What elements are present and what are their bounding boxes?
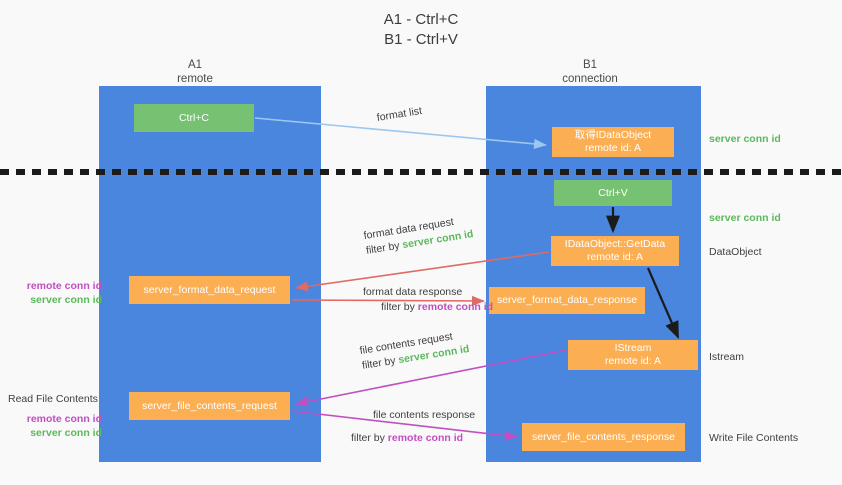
column-header-a1-sub: remote <box>177 73 213 85</box>
box-idataobject-getdata-line1: IDataObject::GetData <box>564 238 666 250</box>
annotation-istream: Istream <box>709 351 745 363</box>
title-line-2: B1 - Ctrl+V <box>384 31 458 48</box>
box-server-format-data-response[interactable]: server_format_data_response <box>489 287 645 314</box>
filter-prefix: filter by <box>351 432 388 444</box>
annotation-write-file-contents: Write File Contents <box>709 432 799 444</box>
annotation-conn-ids-file: remote conn id server conn id <box>10 412 102 440</box>
column-header-a1-name: A1 <box>187 59 203 71</box>
filter-remote-conn-id: remote conn id <box>387 432 464 444</box>
filter-prefix: filter by <box>381 301 418 313</box>
annotation-server-conn-id-mid: server conn id <box>709 212 781 224</box>
box-ctrl-c[interactable]: Ctrl+C <box>134 104 254 132</box>
annotation-dataobject: DataObject <box>709 246 762 258</box>
edge-label-file-contents-request: file contents request filter by server c… <box>359 327 471 374</box>
diagram-title: A1 - Ctrl+C B1 - Ctrl+V <box>0 10 842 50</box>
annotation-server-conn-id-2: server conn id <box>30 427 102 439</box>
edge-label-format-data-response-filter: filter by remote conn id <box>381 300 493 315</box>
edge-label-file-contents-response: file contents response filter by remote … <box>351 408 476 446</box>
filter-remote-conn-id: remote conn id <box>417 301 494 313</box>
box-get-idataobject-line2: remote id: A <box>584 142 641 154</box>
phase-divider <box>0 169 842 175</box>
annotation-conn-ids-format: remote conn id server conn id <box>10 279 102 307</box>
edge-label-file-contents-response-text: file contents response <box>373 409 476 421</box>
column-header-b1-name: B1 <box>582 59 598 71</box>
box-istream-line1: IStream <box>614 342 652 354</box>
box-ctrl-v[interactable]: Ctrl+V <box>554 180 672 206</box>
box-server-file-contents-response[interactable]: server_file_contents_response <box>522 423 685 451</box>
box-istream[interactable]: IStream remote id: A <box>568 340 698 370</box>
edge-label-format-list: format list <box>375 104 423 124</box>
edge-label-file-contents-response-filter: filter by remote conn id <box>351 431 475 446</box>
edge-label-format-data-response-text: format data response <box>363 286 463 298</box>
edge-label-format-data-response: format data response filter by remote co… <box>363 285 493 315</box>
annotation-read-file-contents: Read File Contents <box>8 393 98 405</box>
box-server-format-data-request[interactable]: server_format_data_request <box>129 276 290 304</box>
box-istream-line2: remote id: A <box>604 355 662 367</box>
edge-label-format-data-request: format data request filter by server con… <box>363 212 475 259</box>
annotation-server-conn-id-top: server conn id <box>709 133 781 145</box>
annotation-remote-conn-id-2: remote conn id <box>26 413 102 425</box>
box-get-idataobject-line1: 取得IDataObject <box>574 129 652 141</box>
column-header-b1: B1 connection <box>525 58 655 86</box>
box-get-idataobject[interactable]: 取得IDataObject remote id: A <box>552 127 674 157</box>
annotation-server-conn-id-1: server conn id <box>30 294 102 306</box>
box-idataobject-getdata-line2: remote id: A <box>586 251 643 263</box>
annotation-remote-conn-id-1: remote conn id <box>26 280 102 292</box>
box-idataobject-getdata[interactable]: IDataObject::GetData remote id: A <box>551 236 679 266</box>
column-header-a1: A1 remote <box>130 58 260 86</box>
box-server-file-contents-request[interactable]: server_file_contents_request <box>129 392 290 420</box>
title-line-1: A1 - Ctrl+C <box>383 11 459 28</box>
column-header-b1-sub: connection <box>562 73 618 85</box>
